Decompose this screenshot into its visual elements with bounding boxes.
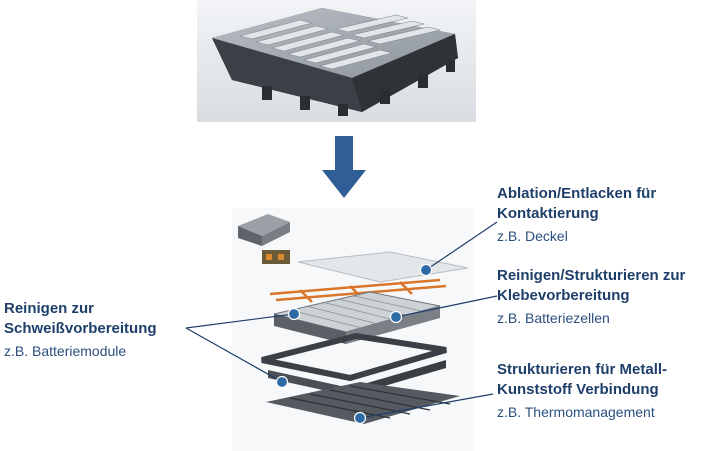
- marker-schweiss-tray: [275, 375, 289, 389]
- exploded-battery-view: [232, 208, 474, 451]
- marker-reinigen-kleb: [389, 310, 403, 324]
- label-schweiss-example: z.B. Batteriemodule: [4, 342, 127, 359]
- label-reinigen-kleb-title-2: Klebevorbereitung: [497, 287, 630, 305]
- leader-reinigen-kleb: [395, 295, 498, 318]
- marker-strukt: [353, 411, 367, 425]
- leader-schweiss-1: [185, 313, 295, 329]
- leader-lines: [185, 221, 498, 419]
- label-reinigen-kleb-example: z.B. Batteriezellen: [497, 309, 610, 326]
- marker-schweiss-module: [287, 307, 301, 321]
- label-strukt-title-1: Strukturieren für Metall-: [497, 361, 668, 378]
- label-strukt-example: z.B. Thermomanagement: [497, 403, 655, 420]
- label-schweiss-title-2: Schweißvorbereitung: [4, 320, 157, 338]
- label-schweissvorbereitung: Reinigen zur Schweißvorbereitung z.B. Ba…: [4, 299, 204, 360]
- down-arrow-icon: [322, 136, 366, 198]
- label-ablation-title-1: Ablation/Entlacken für: [497, 185, 657, 202]
- label-reinigen-kleb-title-1: Reinigen/Strukturieren zur: [497, 267, 686, 284]
- label-ablation-example: z.B. Deckel: [497, 227, 568, 244]
- label-strukt-title-2: Kunststoff Verbindung: [497, 381, 659, 399]
- battery-pack-photo: [197, 0, 476, 122]
- label-ablation-title-2: Kontaktierung: [497, 205, 599, 223]
- label-reinigen-klebevorbereitung: Reinigen/Strukturieren zur Klebevorberei…: [497, 266, 715, 327]
- markers: [275, 263, 433, 425]
- leader-strukt: [359, 393, 494, 419]
- marker-ablation: [419, 263, 433, 277]
- leader-schweiss-2: [185, 327, 283, 383]
- label-strukturieren: Strukturieren für Metall- Kunststoff Ver…: [497, 360, 712, 421]
- label-ablation: Ablation/Entlacken für Kontaktierung z.B…: [497, 184, 712, 245]
- label-schweiss-title-1: Reinigen zur: [4, 300, 95, 317]
- leader-ablation: [425, 221, 498, 271]
